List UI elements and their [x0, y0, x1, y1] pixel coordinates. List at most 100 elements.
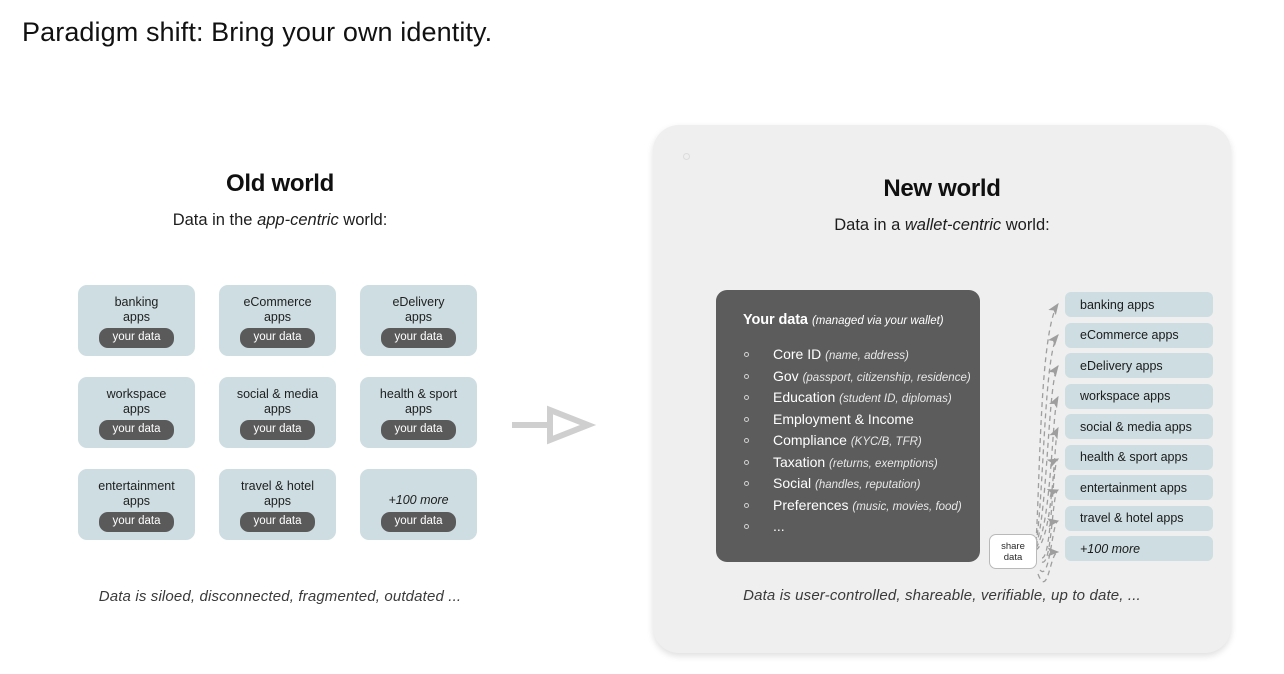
list-item-name: Employment & Income: [773, 410, 914, 427]
your-data-list: Core ID (name, address) Gov (passport, c…: [716, 344, 980, 538]
list-item: Compliance (KYC/B, TFR): [716, 430, 980, 452]
old-world-subheading-emphasis: app-centric: [257, 211, 339, 229]
list-item[interactable]: travel & hotel apps: [1065, 505, 1213, 531]
app-card[interactable]: +100 more your data: [360, 469, 477, 540]
old-world-section: Old world Data in the app-centric world:…: [16, 160, 544, 630]
list-item-name: ...: [773, 518, 785, 534]
app-card-line2: apps: [122, 402, 151, 416]
list-item[interactable]: social & media apps: [1065, 414, 1213, 439]
app-card-line1: banking: [114, 295, 159, 309]
app-card-line2: apps: [122, 310, 151, 324]
old-world-caption: Data is siloed, disconnected, fragmented…: [98, 588, 462, 605]
app-card-line1: +100 more: [388, 493, 449, 507]
your-data-pill[interactable]: your data: [380, 512, 457, 532]
connector-arrows: [1035, 302, 1060, 583]
old-world-subheading-suffix: world:: [338, 211, 388, 229]
your-data-title: Your data: [743, 312, 808, 328]
list-item[interactable]: workspace apps: [1065, 383, 1213, 409]
list-item-note: (handles, reputation): [815, 479, 921, 491]
page-title: Paradigm shift: Bring your own identity.: [22, 17, 493, 47]
app-card-line1: eCommerce: [243, 295, 312, 309]
list-item-note: (KYC/B, TFR): [850, 436, 922, 448]
your-data-pill[interactable]: your data: [98, 512, 175, 532]
your-data-pill[interactable]: your data: [239, 420, 316, 440]
list-item-name: Preferences: [773, 496, 849, 513]
list-item: Preferences (music, movies, food): [716, 495, 980, 517]
list-item-name: Compliance: [773, 432, 847, 448]
app-card-line1: social & media: [236, 387, 319, 401]
app-card-line2: apps: [263, 402, 292, 416]
your-data-pill[interactable]: your data: [98, 420, 175, 440]
list-item: Social (handles, reputation): [716, 473, 980, 495]
new-world-subheading-suffix: world:: [1001, 216, 1050, 234]
app-card-line2: apps: [404, 310, 433, 324]
app-card-line1: eDelivery: [392, 295, 445, 309]
list-item-name: Core ID: [773, 346, 822, 362]
share-data-line1: share: [1001, 540, 1025, 552]
list-item-note: (passport, citizenship, residence): [802, 371, 971, 384]
list-item-name: Taxation: [773, 453, 826, 470]
arrow-right-icon: [508, 405, 598, 445]
list-item[interactable]: eDelivery apps: [1065, 353, 1213, 378]
list-item[interactable]: entertainment apps: [1065, 475, 1213, 500]
new-world-section: New world Data in a wallet-centric world…: [653, 125, 1231, 653]
list-item: Gov (passport, citizenship, residence): [716, 366, 980, 388]
your-data-pill[interactable]: your data: [380, 420, 457, 440]
old-world-subheading: Data in the app-centric world:: [16, 211, 544, 230]
app-card-label: +100 more: [364, 493, 474, 508]
new-world-subheading: Data in a wallet-centric world:: [653, 216, 1231, 235]
new-world-app-list: banking apps eCommerce apps eDelivery ap…: [1065, 292, 1213, 567]
list-item-name: Education: [773, 389, 836, 405]
your-data-pill[interactable]: your data: [98, 328, 175, 348]
new-world-heading: New world: [883, 175, 1001, 202]
old-world-subheading-prefix: Data in the: [172, 211, 258, 229]
your-data-panel: Your data (managed via your wallet) Core…: [716, 290, 980, 562]
your-data-title-note: (managed via your wallet): [811, 315, 944, 327]
app-card-line2: apps: [404, 402, 433, 416]
app-card-line1: travel & hotel: [241, 479, 314, 493]
your-data-pill[interactable]: your data: [380, 328, 457, 348]
share-data-line2: data: [1003, 551, 1023, 563]
list-item[interactable]: banking apps: [1065, 292, 1213, 317]
app-card-line2: apps: [263, 494, 292, 508]
app-card-line1: entertainment: [98, 479, 175, 493]
list-item: Core ID (name, address): [716, 344, 980, 366]
new-world-caption: Data is user-controlled, shareable, veri…: [743, 587, 1141, 604]
app-card-line1: workspace: [106, 387, 167, 401]
list-item[interactable]: eCommerce apps: [1065, 322, 1213, 348]
new-world-subheading-emphasis: wallet-centric: [904, 216, 1002, 234]
app-card-line1: health & sport: [379, 387, 458, 401]
share-data-node[interactable]: share data: [989, 534, 1037, 569]
your-data-pill[interactable]: your data: [239, 512, 316, 532]
list-item-note: (music, movies, food): [852, 500, 962, 513]
new-world-subheading-prefix: Data in a: [834, 216, 905, 234]
list-item: Education (student ID, diplomas): [716, 387, 980, 409]
your-data-title-row: Your data (managed via your wallet): [716, 312, 980, 328]
list-item-note: (returns, exemptions): [829, 457, 938, 470]
list-item[interactable]: health & sport apps: [1065, 444, 1213, 470]
list-item[interactable]: +100 more: [1065, 536, 1213, 561]
list-item-note: (student ID, diplomas): [839, 393, 952, 405]
your-data-pill[interactable]: your data: [239, 328, 316, 348]
old-world-heading: Old world: [226, 170, 334, 197]
list-item-name: Social: [773, 475, 812, 491]
panel-marker-icon: [683, 153, 690, 160]
list-item-name: Gov: [773, 367, 799, 384]
